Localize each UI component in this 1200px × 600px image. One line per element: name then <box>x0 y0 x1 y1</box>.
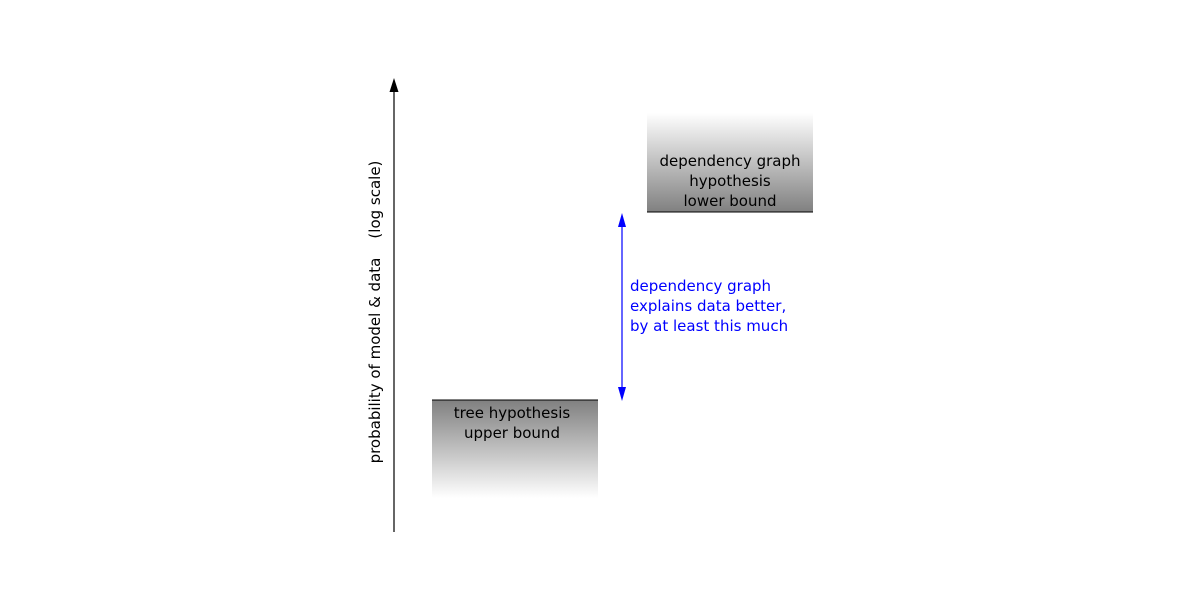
tree-box-fill <box>432 400 598 498</box>
gap-annotation: dependency graph explains data better, b… <box>630 277 788 335</box>
y-axis-arrowhead <box>389 78 399 92</box>
dependency-graph-box: dependency graph hypothesis lower bound <box>647 113 813 213</box>
gap-arrow-head-down <box>618 387 626 401</box>
graph-box-label-line-1: dependency graph <box>659 152 800 170</box>
gap-arrow-head-up <box>618 213 626 227</box>
y-axis-label: probability of model & data (log scale) <box>366 161 384 464</box>
gap-annotation-line-2: explains data better, <box>630 297 786 315</box>
gap-annotation-line-1: dependency graph <box>630 277 771 295</box>
graph-box-label-line-2: hypothesis <box>689 172 771 190</box>
gap-arrow <box>618 213 626 401</box>
tree-hypothesis-box: tree hypothesis upper bound <box>432 399 598 498</box>
graph-box-label-line-3: lower bound <box>683 192 776 210</box>
gap-annotation-line-3: by at least this much <box>630 317 788 335</box>
tree-box-label-line-2: upper bound <box>464 424 560 442</box>
tree-box-label-line-1: tree hypothesis <box>454 404 571 422</box>
graph-box-fill <box>647 113 813 212</box>
y-axis: probability of model & data (log scale) <box>366 78 399 532</box>
